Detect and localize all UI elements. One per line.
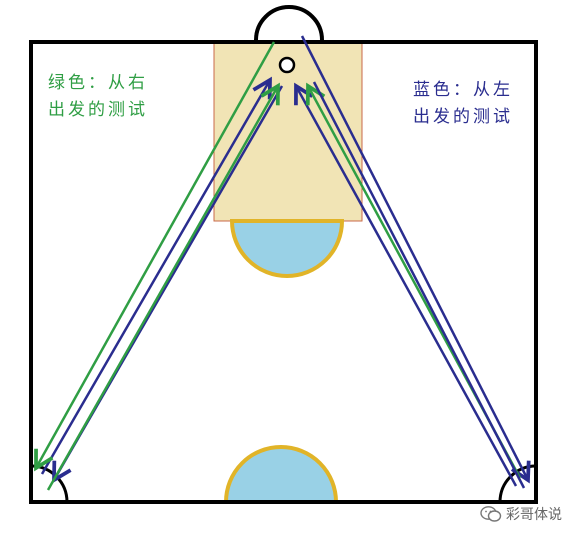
watermark: 彩哥体说: [480, 504, 562, 524]
blue-label-line1: 蓝色：从左: [413, 80, 513, 100]
hoop-arc: [254, 5, 324, 41]
corner-arc-right: [498, 464, 537, 503]
right-diagonal-paths: [296, 35, 528, 489]
corner-arc-left: [30, 464, 69, 503]
green-label-line1: 绿色：从右: [48, 73, 148, 93]
wechat-icon: [480, 506, 502, 522]
green-path: [36, 41, 276, 468]
green-label-line2: 出发的测试: [48, 100, 148, 120]
watermark-text: 彩哥体说: [506, 507, 562, 523]
green-legend-label: 绿色：从右 出发的测试: [48, 70, 148, 124]
blue-path: [296, 86, 518, 487]
blue-path: [312, 81, 526, 489]
green-path: [46, 86, 278, 491]
blue-path: [300, 35, 528, 480]
center-circle: [223, 445, 339, 504]
basket-ring: [278, 56, 296, 74]
blue-label-line2: 出发的测试: [413, 107, 513, 127]
left-diagonal-paths: [36, 41, 284, 491]
blue-path: [40, 80, 270, 475]
free-throw-semicircle: [229, 219, 345, 278]
blue-legend-label: 蓝色：从左 出发的测试: [413, 77, 513, 131]
court-boundary: [29, 40, 538, 504]
